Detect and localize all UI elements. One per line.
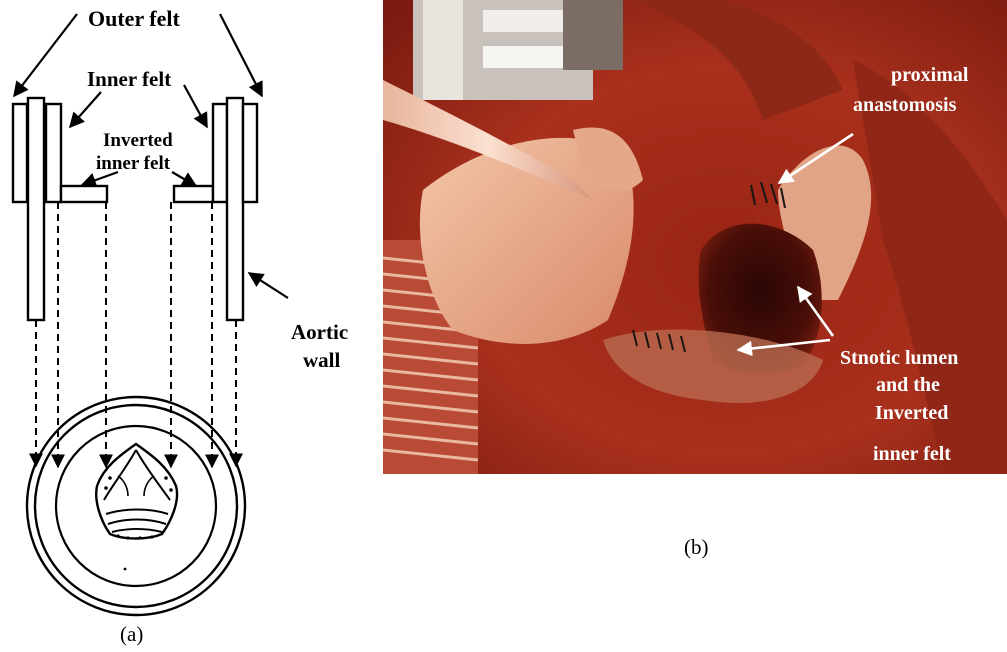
outer-felt-label: Outer felt [88, 6, 181, 31]
aortic-wall-arrow [249, 273, 288, 298]
inner-felt-arrow-left [70, 92, 101, 127]
left-felt-stack [13, 98, 107, 320]
left-inverted-inner-felt [61, 186, 107, 202]
surgical-photograph: proximal anastomosis Stnotic lumen and t… [383, 0, 1007, 474]
outer-felt-arrow-left [14, 14, 77, 96]
felt-schematic-diagram: Outer felt Inner felt Inverted inner fel… [0, 0, 370, 652]
inner-felt-label: Inner felt [87, 67, 171, 91]
right-outer-felt [243, 104, 257, 202]
stenotic-label-line3: Inverted [875, 402, 948, 424]
stenotic-lumen-shape [96, 444, 177, 539]
projection-arrows [36, 202, 236, 467]
inner-felt-arrow-right [184, 85, 207, 127]
left-inner-felt [46, 104, 61, 202]
panel-b-caption: (b) [684, 535, 709, 560]
cross-section [27, 397, 245, 615]
right-inverted-inner-felt [174, 186, 213, 202]
proximal-label-line1: proximal [891, 64, 969, 86]
right-aortic-wall [227, 98, 243, 320]
aortic-wall-label-line1: Aortic [291, 320, 348, 344]
stenotic-label-line2: and the [876, 374, 940, 396]
outer-circle [27, 397, 245, 615]
right-felt-stack [174, 98, 257, 320]
right-inner-felt [213, 104, 227, 202]
outer-felt-arrow-right [220, 14, 262, 96]
left-outer-felt [13, 104, 27, 202]
middle-circle [35, 405, 237, 607]
stenotic-label-line1: Stnotic lumen [840, 347, 958, 369]
inverted-inner-felt-label-line2: inner felt [96, 153, 171, 174]
stenotic-label-line4: inner felt [873, 443, 951, 465]
aortic-wall-label-line2: wall [303, 348, 341, 372]
inverted-inner-felt-label-line1: Inverted [103, 130, 173, 151]
inverted-felt-arrow-right [172, 172, 196, 186]
retractor [413, 0, 623, 100]
panel-a-caption: (a) [120, 622, 143, 646]
proximal-label-line2: anastomosis [853, 94, 957, 116]
left-aortic-wall [28, 98, 44, 320]
